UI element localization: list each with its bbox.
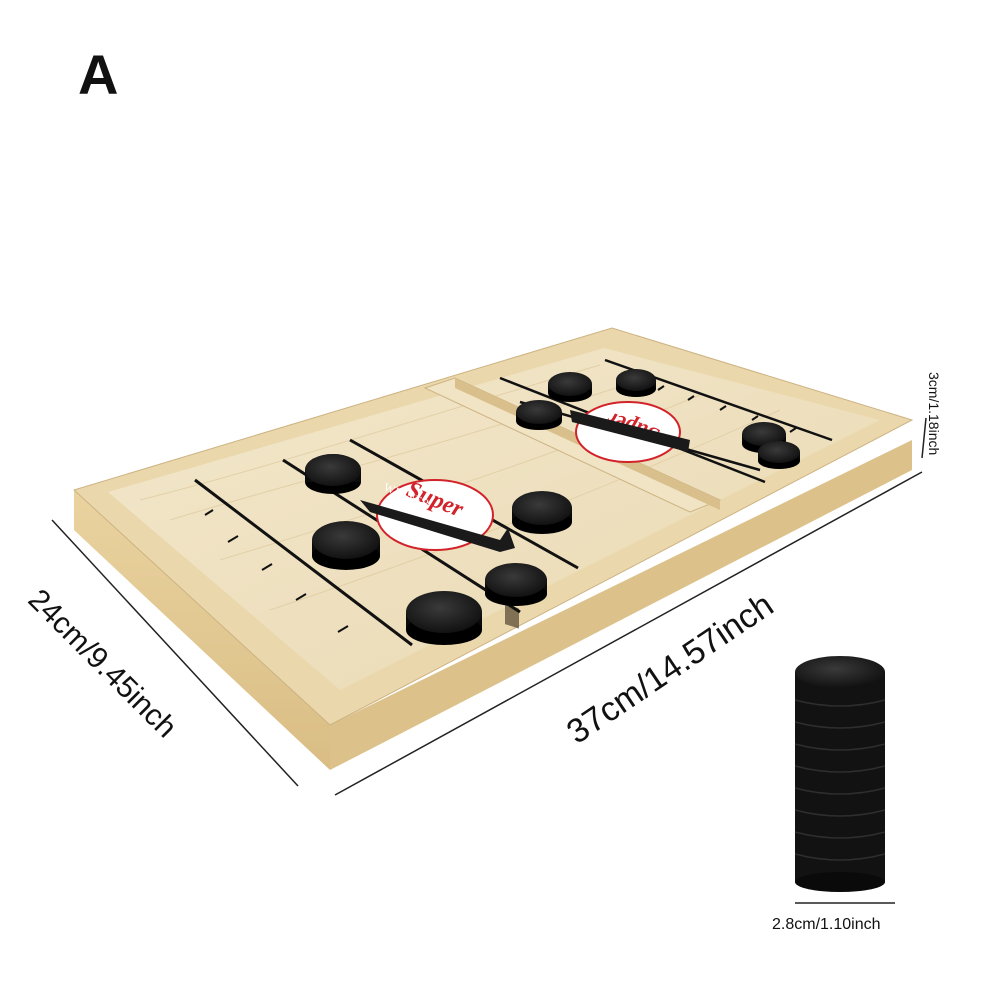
tick-marks-far [657, 385, 797, 433]
board-surface [108, 348, 880, 690]
puck [742, 422, 786, 453]
puck [758, 441, 800, 469]
panel-label: A [78, 43, 119, 106]
height-dimension-line [921, 417, 927, 459]
width-dimension-line [51, 519, 299, 787]
puck [305, 454, 361, 494]
puck-stack [794, 656, 886, 892]
puck [616, 369, 656, 397]
board-logo-near: Super WINNER [360, 477, 515, 552]
puck [406, 591, 482, 645]
puck [485, 563, 547, 606]
dimension-lines [51, 417, 927, 904]
puck-diameter-label: 2.8cm/1.10inch [772, 916, 881, 933]
puck [512, 491, 572, 534]
tick-marks-near [204, 509, 349, 633]
board-frame-side [74, 490, 330, 770]
puck [548, 372, 592, 402]
board-frame-side-long [330, 440, 912, 770]
puck [516, 400, 562, 430]
puck-stack-seams [794, 699, 886, 861]
board-pucks [305, 369, 800, 645]
height-dimension-label: 3cm/1.18inch [926, 372, 942, 456]
length-dimension-line [334, 471, 923, 796]
board-logo-far: Super WINNER [570, 401, 690, 463]
puck [312, 521, 380, 570]
